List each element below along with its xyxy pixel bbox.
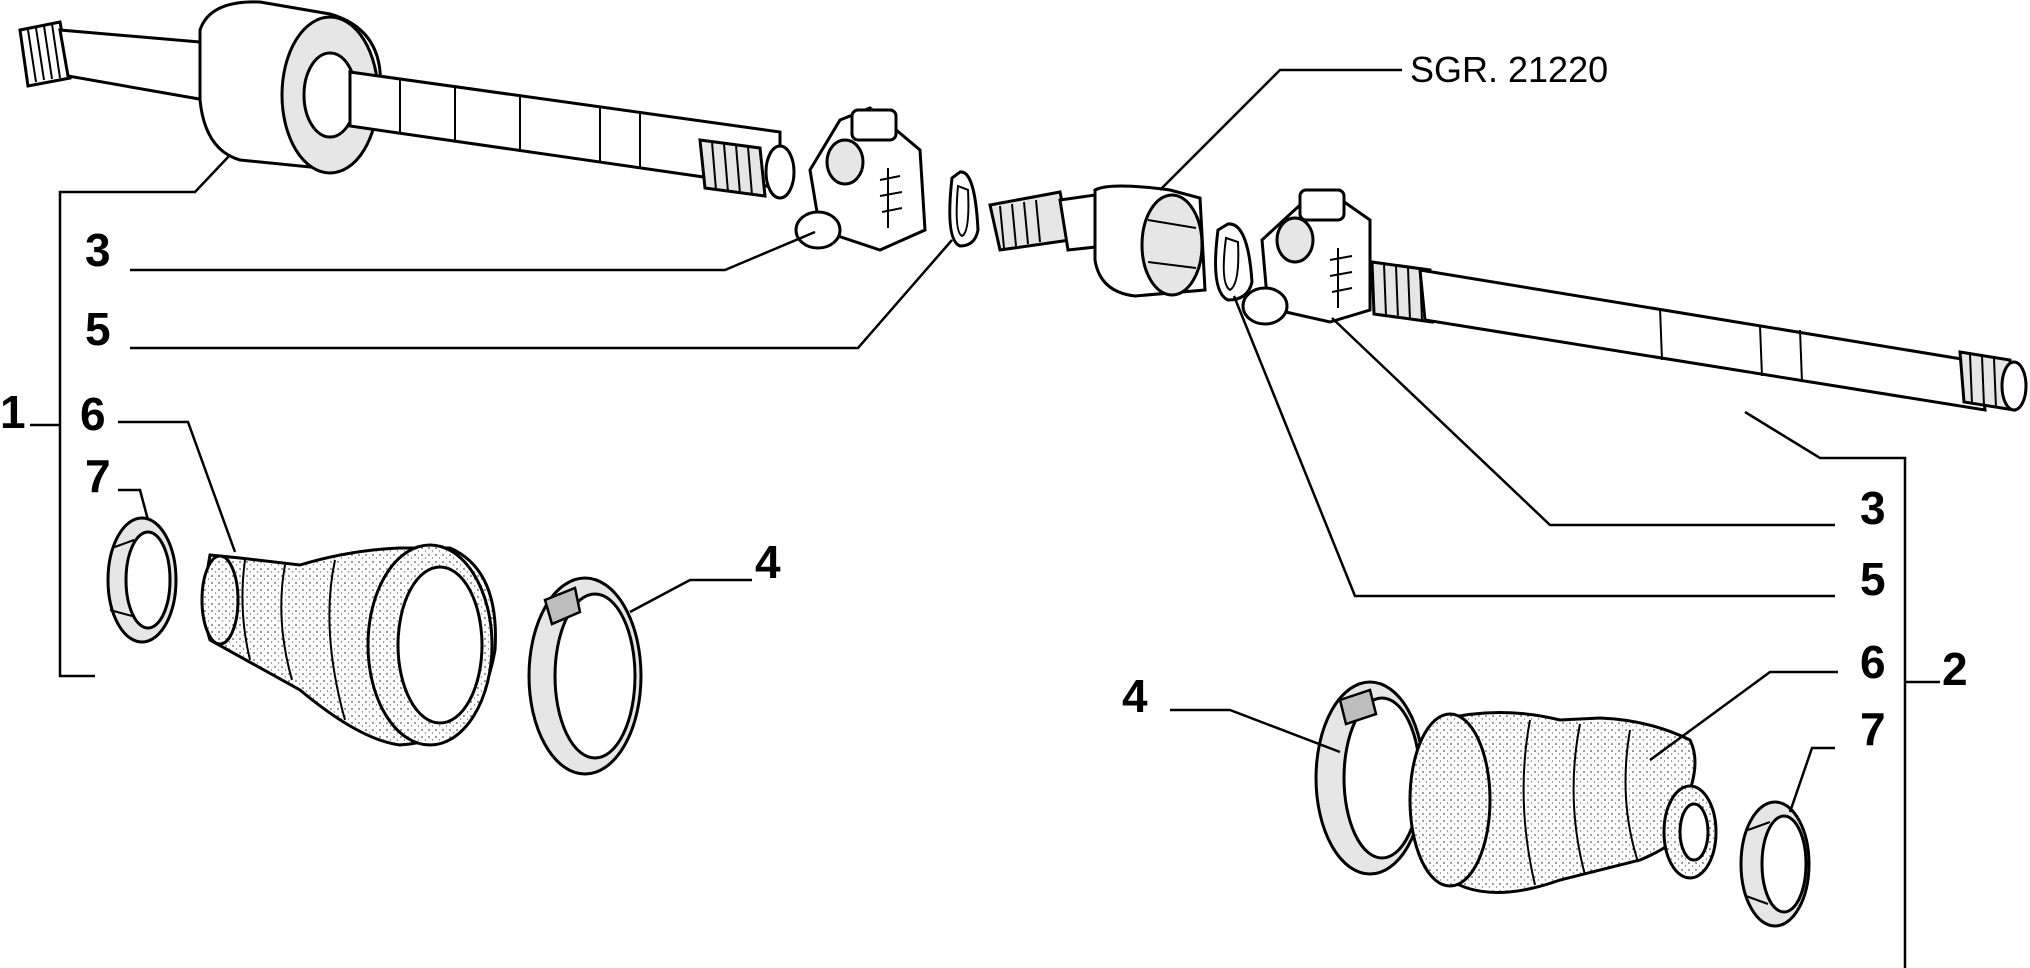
- label-joint-left: 3: [85, 224, 111, 276]
- label-clip-right: 5: [1860, 553, 1886, 605]
- label-boot-right: 6: [1860, 636, 1886, 688]
- label-small-clamp-left: 7: [85, 450, 111, 502]
- left-small-clamp: [106, 516, 178, 644]
- label-big-clamp-left: 4: [755, 536, 781, 588]
- left-big-clamp: [527, 576, 643, 776]
- label-joint-right: 3: [1860, 482, 1886, 534]
- left-drive-shaft: [18, 0, 796, 200]
- reference-code: SGR. 21220: [1410, 49, 1608, 90]
- left-tripod-joint: [794, 106, 927, 252]
- right-small-clamp: [1739, 800, 1811, 928]
- left-circlip: [948, 170, 980, 248]
- label-big-clamp-right: 4: [1122, 670, 1148, 722]
- label-shaft-left: 1: [0, 386, 26, 438]
- label-shaft-right: 2: [1942, 643, 1968, 695]
- right-boot: [1408, 711, 1718, 894]
- right-tripod-joint: [1241, 188, 1372, 326]
- right-circlip: [1214, 222, 1254, 302]
- label-small-clamp-right: 7: [1860, 703, 1886, 755]
- right-drive-shaft: [1370, 260, 2028, 412]
- label-boot-left: 6: [80, 388, 106, 440]
- label-clip-left: 5: [85, 303, 111, 355]
- right-big-clamp: [1314, 680, 1426, 876]
- center-splined-hub: [988, 184, 1207, 298]
- leader-lines: [30, 68, 1940, 968]
- left-boot: [200, 543, 497, 747]
